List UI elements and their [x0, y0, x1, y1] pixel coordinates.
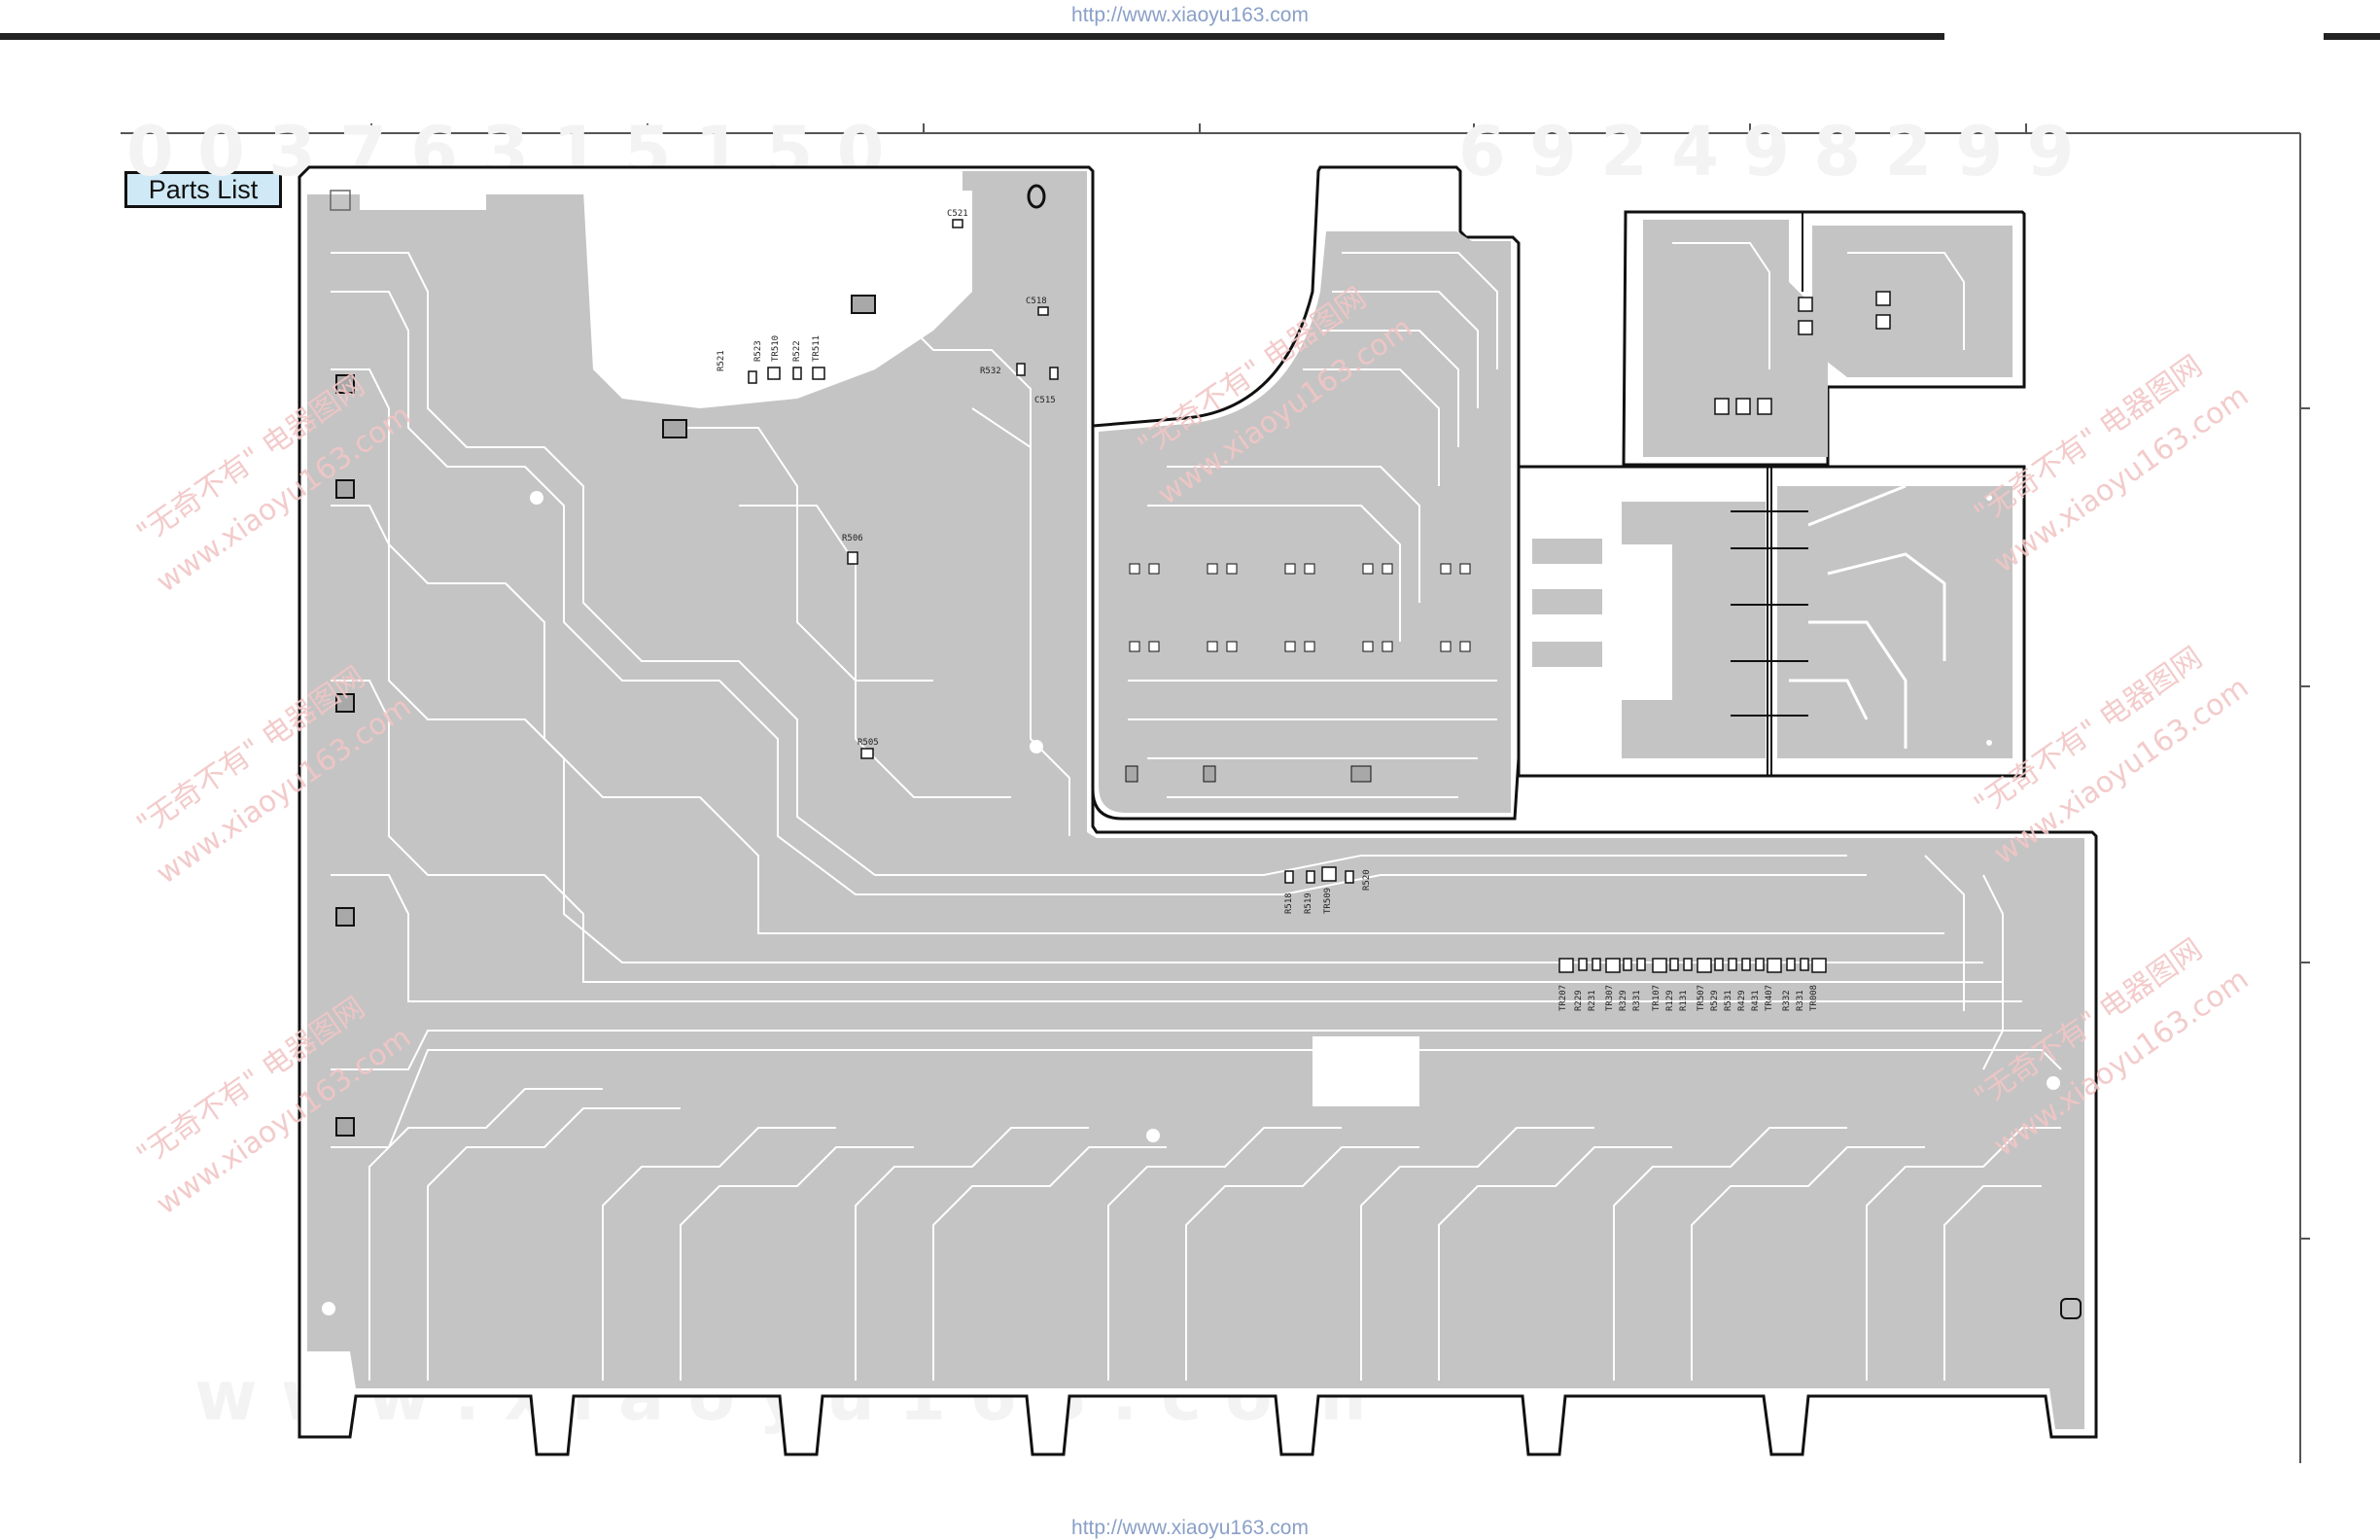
label-r521: R521 — [717, 350, 726, 371]
label-r231: R231 — [1588, 990, 1597, 1011]
corner-marker — [330, 190, 351, 211]
label-r431: R431 — [1751, 990, 1761, 1011]
label-r331: R331 — [1632, 990, 1642, 1011]
label-r129: R129 — [1665, 990, 1675, 1011]
main-board — [298, 165, 2098, 1456]
label-tr507: TR507 — [1697, 985, 1706, 1011]
main-copper-pour — [307, 171, 2084, 1429]
label-r505: R505 — [858, 738, 879, 748]
label-r429: R429 — [1737, 990, 1747, 1011]
label-r518: R518 — [1284, 892, 1294, 914]
label-tr509: TR509 — [1323, 888, 1333, 914]
upper-right-board — [1622, 210, 2026, 467]
label-tr008: TR008 — [1809, 985, 1819, 1011]
frame — [121, 123, 2310, 1463]
label-tr511: TR511 — [812, 335, 822, 362]
label-r529: R529 — [1710, 990, 1720, 1011]
footer-url[interactable]: http://www.xiaoyu163.com — [1071, 1517, 1309, 1539]
mount-holes — [322, 184, 2082, 1319]
component-labels: C521 C518 C515 R532 R521 R523 TR510 R522… — [717, 209, 1819, 1011]
center-board — [1091, 165, 1521, 821]
parts-list-button[interactable]: Parts List — [124, 171, 282, 208]
top-rule-right — [2324, 33, 2380, 40]
label-r531: R531 — [1724, 990, 1733, 1011]
label-c518: C518 — [1026, 297, 1047, 306]
center-island — [1312, 1036, 1419, 1106]
label-tr407: TR407 — [1765, 985, 1774, 1011]
label-r332: R332 — [1782, 990, 1792, 1011]
component-bodies — [748, 219, 1827, 973]
label-r520: R520 — [1362, 869, 1372, 891]
top-rule — [0, 33, 1944, 40]
header-url[interactable]: http://www.xiaoyu163.com — [1071, 4, 1309, 26]
top-cutout — [583, 191, 972, 408]
label-r329: R329 — [1619, 990, 1628, 1011]
label-r229: R229 — [1574, 990, 1584, 1011]
label-c515: C515 — [1034, 396, 1056, 405]
label-r331b: R331 — [1796, 990, 1805, 1011]
label-r532: R532 — [980, 367, 1001, 376]
label-r519: R519 — [1304, 892, 1313, 914]
traces — [331, 252, 2062, 1381]
label-r523: R523 — [753, 340, 763, 362]
label-tr510: TR510 — [771, 335, 781, 362]
label-r131: R131 — [1679, 990, 1689, 1011]
label-tr207: TR207 — [1558, 985, 1568, 1011]
pads — [335, 295, 876, 1137]
label-r522: R522 — [792, 340, 802, 362]
label-tr307: TR307 — [1605, 985, 1615, 1011]
label-r506: R506 — [842, 534, 863, 543]
label-c521: C521 — [947, 209, 968, 219]
right-middle-board — [1517, 465, 2026, 778]
svg-text:6 9 2 4 9 8 2 9 9: 6 9 2 4 9 8 2 9 9 — [1458, 112, 2074, 192]
label-tr107: TR107 — [1652, 985, 1662, 1011]
